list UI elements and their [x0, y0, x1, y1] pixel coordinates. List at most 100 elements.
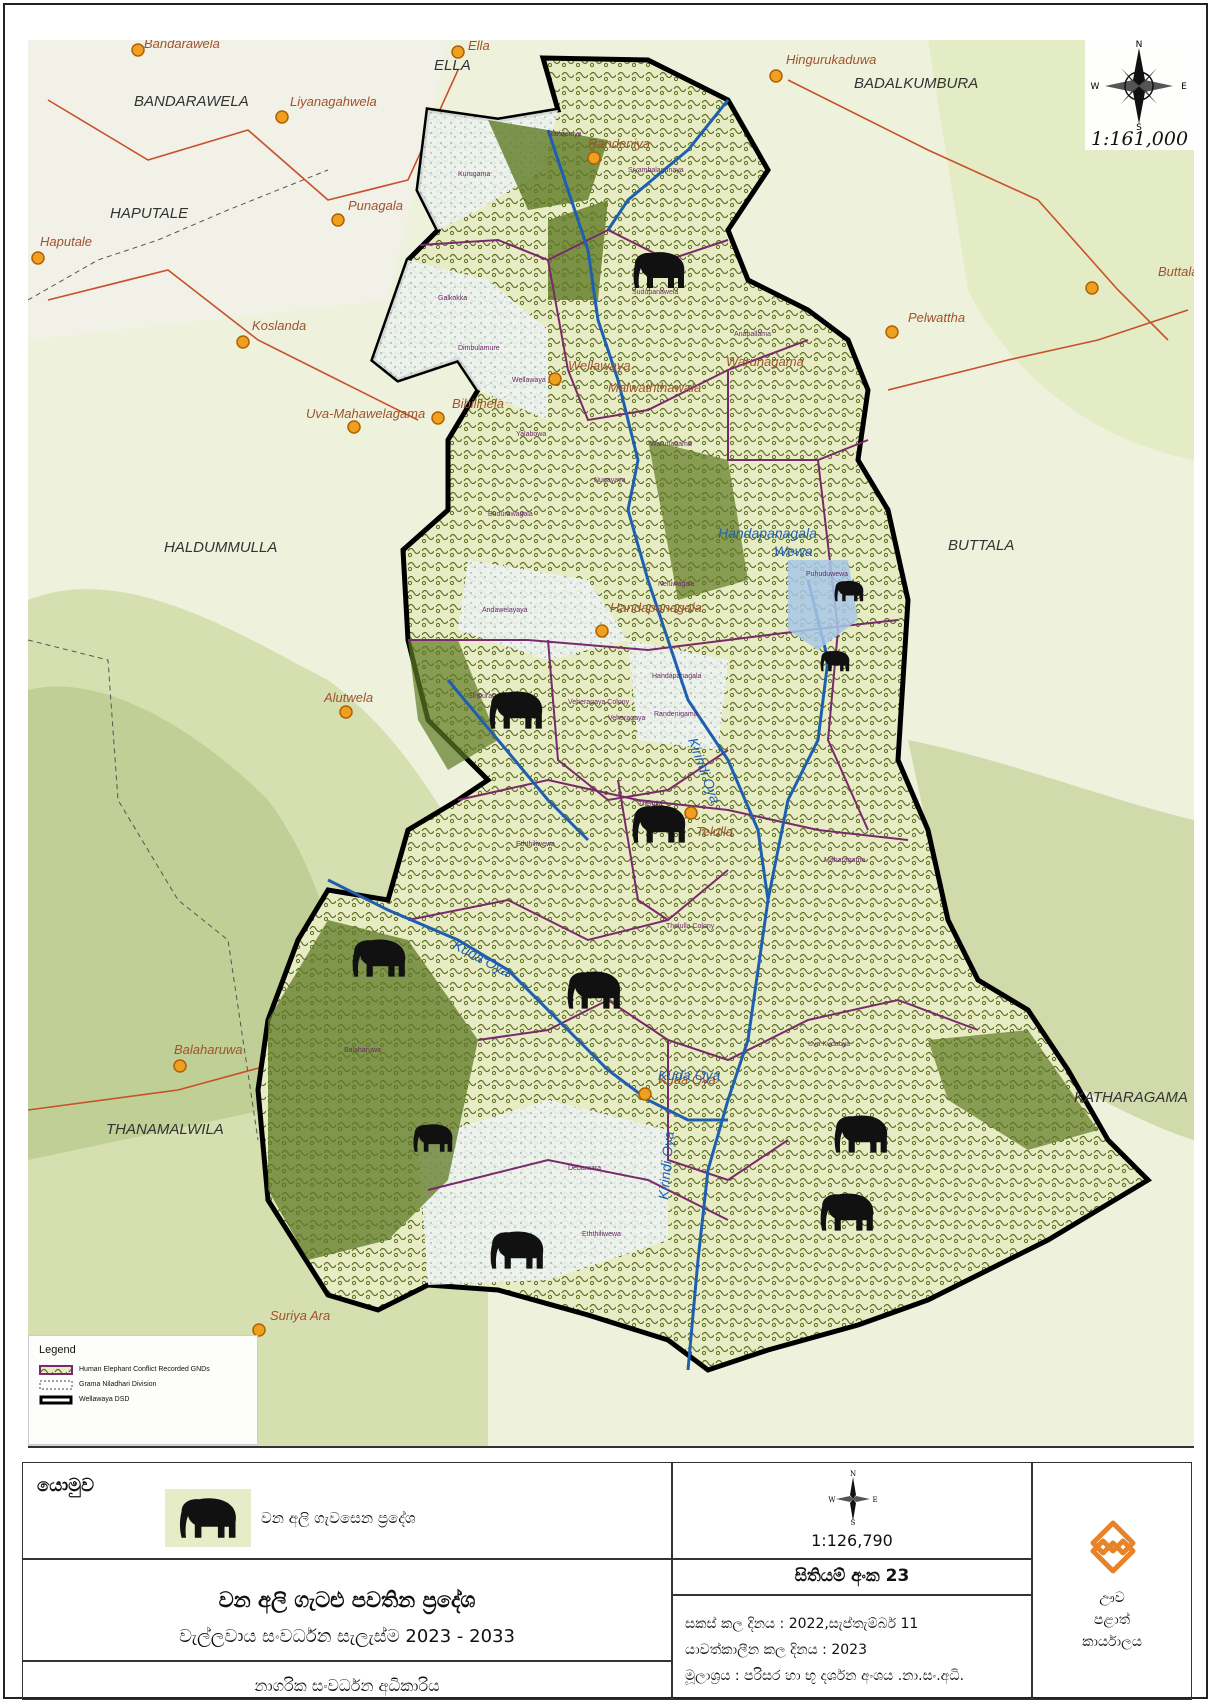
panel-info-cell: සකස් කල දිනය : 2022,සැප්තැම්බර් 11 යාවත්… — [672, 1595, 1032, 1700]
source: මූලාශ්‍රය : පරිසර හා භූ දර්ශන අංශය .නා.ස… — [685, 1668, 965, 1684]
gnd-label: Wellawaya — [512, 377, 546, 384]
dsd-swatch-icon — [39, 1395, 73, 1404]
region-label: ELLA — [434, 57, 471, 74]
region-label: BANDARAWELA — [134, 93, 249, 110]
town-label: Malwaththawala — [608, 380, 701, 395]
town-label: Randeniya — [588, 136, 650, 151]
gnd-label: Uva Kudaoya — [808, 1041, 850, 1048]
gnd-label: Debaraara — [568, 1165, 601, 1172]
legend-item-dsd: Wellawaya DSD — [39, 1392, 247, 1407]
compass-e: E — [872, 1496, 877, 1504]
river-label: Kirindi Oya — [655, 1130, 677, 1200]
gnd-label: Maharagama — [824, 857, 865, 864]
town-label: Uva-Mahawelagama — [306, 406, 425, 421]
town-label: Punagala — [348, 198, 403, 213]
town-label: Buttala — [1158, 264, 1194, 279]
town-label: Alutwela — [323, 690, 373, 705]
map-canvas: Bandarawela Ella Hingurukaduwa Liyanagah… — [28, 40, 1194, 1446]
town-label: Haputale — [40, 234, 92, 249]
region-label: HAPUTALE — [110, 205, 189, 222]
gnd-label: Veheragaya — [608, 715, 645, 722]
legend-label: Human Elephant Conflict Recorded GNDs — [79, 1366, 210, 1373]
gnd-label: Nugayaya — [594, 477, 626, 484]
gnd-label: Warunagama — [650, 441, 692, 448]
river-label: Wewa — [774, 543, 813, 559]
town-label: Kuda Oya — [658, 1072, 716, 1087]
legend-item-hec-gnd: Human Elephant Conflict Recorded GNDs — [39, 1362, 247, 1377]
office-line: ඌව — [1099, 1590, 1125, 1606]
legend-title: Legend — [39, 1344, 76, 1356]
gnd-label: Dimbulamure — [458, 345, 500, 352]
sheet-number: සිතියම් අංක 23 — [794, 1566, 910, 1586]
map-title: වන අලි ගැටළු පවතින ප්‍රදේශ — [218, 1588, 476, 1612]
town-label: Ella — [468, 40, 490, 53]
region-label: HALDUMMULLA — [164, 539, 277, 556]
compass-e: E — [1181, 82, 1187, 92]
gnd-label: Eththiliwewa — [582, 1231, 621, 1238]
panel-legend-cell: යොමුව වන අලි ගැවසෙන ප්‍රදේශ — [22, 1462, 672, 1559]
map-area: Bandarawela Ella Hingurukaduwa Liyanagah… — [28, 40, 1194, 1448]
panel-title-cell: වන අලි ගැටළු පවතින ප්‍රදේශ වැල්ලවාය සංවර… — [22, 1559, 672, 1661]
region-label: KATHARAGAMA — [1074, 1089, 1188, 1106]
gnd-label: Sudupanawela — [632, 289, 678, 296]
town-label: Bibilihela — [452, 396, 504, 411]
town-label: Warunagama — [726, 354, 804, 369]
compass-rose-icon: N S W E — [1091, 40, 1188, 133]
river-label: Handapanagala — [718, 525, 817, 541]
town-label: Telulla — [696, 824, 733, 839]
gnd-label: Handapanagala — [652, 673, 702, 680]
updated-date: යාවත්කාලීන කල දිනය : 2023 — [685, 1642, 867, 1658]
gnd-label: Kurugama — [458, 171, 490, 178]
town-label: Pelwattha — [908, 310, 965, 325]
gnd-label: Randenigama — [654, 711, 698, 718]
uda-logo-icon — [1090, 1520, 1136, 1574]
panel-authority-cell: නාගරික සංවර්ධන අධිකාරිය — [22, 1661, 672, 1700]
legend-item-gnd: Grama Niladhari Division — [39, 1377, 247, 1392]
compass-n: N — [850, 1470, 856, 1478]
gnd-label: Andawelayaya — [482, 607, 528, 614]
region-label: BUTTALA — [948, 537, 1014, 554]
panel-sheet-cell: සිතියම් අංක 23 — [672, 1559, 1032, 1595]
legend-label: Wellawaya DSD — [79, 1396, 130, 1403]
prepared-date: සකස් කල දිනය : 2022,සැප්තැම්බර් 11 — [685, 1616, 919, 1632]
gnd-label: Puhuduwewa — [806, 571, 848, 578]
town-label: Liyanagahwela — [290, 94, 377, 109]
gnd-label: Yalabowa — [516, 431, 546, 438]
panel-legend-heading: යොමුව — [37, 1475, 95, 1496]
office-line: පළාත් — [1093, 1612, 1131, 1628]
panel-scale-cell: N S W E 1:126,790 — [672, 1462, 1032, 1559]
gnd-label: Veheragaya Colony — [568, 699, 630, 706]
page-frame — [3, 3, 1208, 1699]
gnd-label: Thelulla Colony — [666, 923, 715, 930]
north-arrow-box: N S W E — [1085, 40, 1194, 150]
gnd-label: Siripuragama — [468, 693, 510, 700]
river-label: Kuda Oya — [658, 1067, 720, 1083]
map-scale-top: 1:161,000 — [1090, 128, 1189, 150]
town-label: Balaharuwa — [174, 1042, 243, 1057]
region-label: BADALKUMBURA — [854, 75, 978, 92]
title-block: යොමුව වන අලි ගැවසෙන ප්‍රදේශ N S W E 1:12… — [22, 1462, 1192, 1700]
compass-icon: N S W E — [828, 1470, 877, 1525]
gnd-label: Siyambalagunaya — [628, 167, 684, 174]
panel-scale: 1:126,790 — [811, 1531, 893, 1550]
compass-n: N — [1136, 40, 1143, 50]
legend-label: Grama Niladhari Division — [79, 1381, 157, 1388]
town-label: Suriya Ara — [270, 1308, 330, 1323]
gnd-label: Neluwagala — [658, 581, 695, 588]
compass-w: W — [1091, 82, 1100, 92]
town-label: Handapanagala — [610, 600, 702, 615]
map-legend: Legend Human Elephant Conflict Recorded … — [28, 1335, 258, 1445]
town-label: Bandarawela — [144, 40, 220, 51]
gnd-label: Eththiliwewa — [516, 841, 555, 848]
gnd-label: Galkokka — [438, 295, 467, 302]
compass-s: S — [1136, 123, 1142, 130]
panel-office-cell: ඌව පළාත් කාර්යාලය — [1032, 1462, 1192, 1700]
panel-legend-label: වන අලි ගැවසෙන ප්‍රදේශ — [261, 1509, 416, 1527]
compass-w: W — [828, 1496, 836, 1504]
gnd-label: Thelulla — [638, 801, 663, 808]
gnd-swatch-icon — [39, 1380, 73, 1389]
town-label: Koslanda — [252, 318, 306, 333]
authority-name: නාගරික සංවර්ධන අධිකාරිය — [254, 1676, 440, 1695]
region-label: THANAMALWILA — [106, 1121, 224, 1138]
compass-s: S — [851, 1519, 856, 1525]
